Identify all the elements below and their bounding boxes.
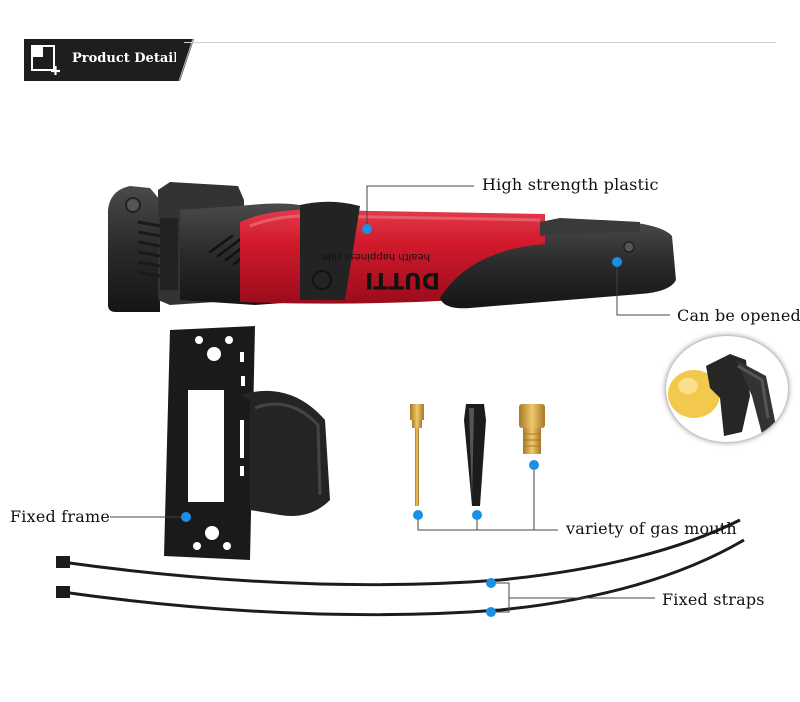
callout-fixed-frame: Fixed frame (10, 507, 110, 526)
leader-lines (110, 185, 670, 613)
brand-name: DUTTI (365, 267, 440, 292)
callout-fixed-straps: Fixed straps (662, 590, 765, 609)
callout-dots (181, 224, 622, 617)
section-header-badge: Product Details (24, 39, 185, 81)
mounting-frame (164, 326, 330, 560)
opened-detail-image (668, 354, 776, 436)
page-title: Product Details (72, 51, 186, 66)
callout-can-be-opened: Can be opened (677, 306, 800, 325)
cable-ties (61, 518, 745, 617)
details-plus-icon (31, 45, 60, 75)
header-divider-slash (176, 39, 194, 81)
opened-detail-inset (666, 336, 788, 442)
brand-slogan: health happiness ride (322, 251, 430, 262)
header-rule (184, 42, 776, 43)
callout-high-strength-plastic: High strength plastic (482, 175, 659, 194)
strap-head-2 (56, 586, 70, 598)
strap-head-1 (56, 556, 70, 568)
brand-print: DUTTI health happiness ride (312, 251, 440, 292)
callout-gas-mouth: variety of gas mouth (566, 519, 737, 538)
gas-nozzles (410, 404, 545, 506)
